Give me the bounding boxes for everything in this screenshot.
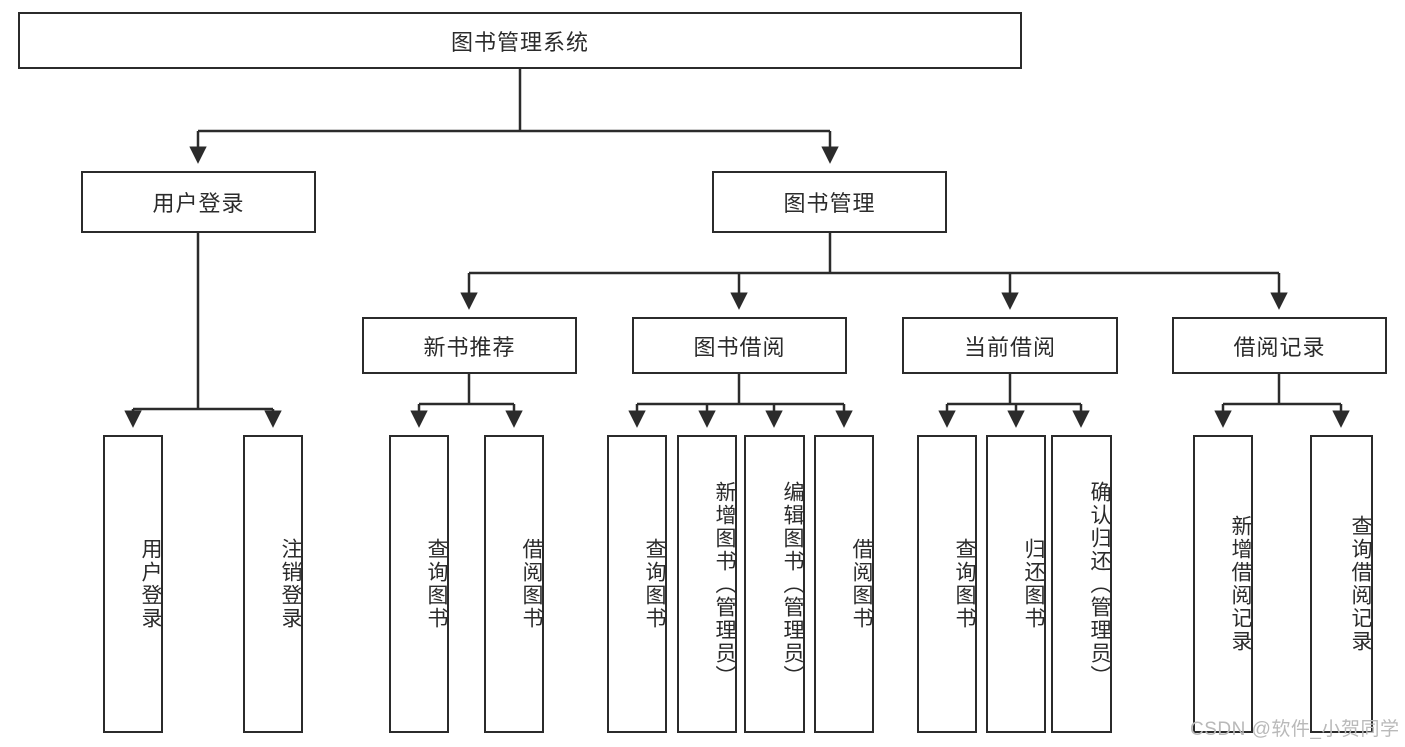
node-book-borrow[interactable]: 图书借阅 xyxy=(632,317,847,374)
node-leaf-return-book-label: 归还图书 xyxy=(1022,538,1045,630)
node-new-book-recommend[interactable]: 新书推荐 xyxy=(362,317,577,374)
node-leaf-query-record[interactable]: 查询借阅记录 xyxy=(1310,435,1373,733)
node-leaf-query-book-1-label: 查询图书 xyxy=(425,538,448,630)
node-root[interactable]: 图书管理系统 xyxy=(18,12,1022,69)
node-book-manage-label: 图书管理 xyxy=(783,191,876,216)
node-leaf-add-book[interactable]: 新增图书（管理员） xyxy=(677,435,737,733)
csdn-watermark: CSDN @软件_小贺同学 xyxy=(1190,719,1400,740)
node-leaf-borrow-book-2-label: 借阅图书 xyxy=(850,538,873,630)
node-leaf-query-book-3-label: 查询图书 xyxy=(953,538,976,630)
node-book-borrow-label: 图书借阅 xyxy=(693,334,786,360)
node-leaf-confirm-return-label: 确认归还（管理员） xyxy=(1088,480,1111,688)
node-current-borrow-label: 当前借阅 xyxy=(963,334,1056,360)
node-new-book-recommend-label: 新书推荐 xyxy=(423,334,516,360)
node-leaf-query-record-label: 查询借阅记录 xyxy=(1349,515,1372,653)
node-borrow-record-label: 借阅记录 xyxy=(1233,334,1326,360)
node-user-login-label: 用户登录 xyxy=(152,191,245,216)
node-leaf-query-book-2-label: 查询图书 xyxy=(643,538,666,630)
node-leaf-logout[interactable]: 注销登录 xyxy=(243,435,303,733)
node-user-login[interactable]: 用户登录 xyxy=(81,171,316,233)
node-leaf-query-book-1[interactable]: 查询图书 xyxy=(389,435,449,733)
node-leaf-add-record-label: 新增借阅记录 xyxy=(1229,515,1252,653)
node-leaf-edit-book-label: 编辑图书（管理员） xyxy=(781,480,804,688)
node-leaf-confirm-return[interactable]: 确认归还（管理员） xyxy=(1051,435,1112,733)
node-borrow-record[interactable]: 借阅记录 xyxy=(1172,317,1387,374)
node-leaf-borrow-book-2[interactable]: 借阅图书 xyxy=(814,435,874,733)
node-current-borrow[interactable]: 当前借阅 xyxy=(902,317,1118,374)
node-leaf-borrow-book-1[interactable]: 借阅图书 xyxy=(484,435,544,733)
node-leaf-return-book[interactable]: 归还图书 xyxy=(986,435,1046,733)
node-leaf-borrow-book-1-label: 借阅图书 xyxy=(520,538,543,630)
node-book-manage[interactable]: 图书管理 xyxy=(712,171,947,233)
node-leaf-query-book-2[interactable]: 查询图书 xyxy=(607,435,667,733)
node-leaf-add-record[interactable]: 新增借阅记录 xyxy=(1193,435,1253,733)
node-leaf-user-login-label: 用户登录 xyxy=(139,538,162,630)
node-leaf-user-login[interactable]: 用户登录 xyxy=(103,435,163,733)
node-leaf-logout-label: 注销登录 xyxy=(279,538,302,630)
node-leaf-query-book-3[interactable]: 查询图书 xyxy=(917,435,977,733)
node-leaf-edit-book[interactable]: 编辑图书（管理员） xyxy=(744,435,805,733)
node-root-label: 图书管理系统 xyxy=(450,29,589,55)
node-leaf-add-book-label: 新增图书（管理员） xyxy=(713,480,736,688)
